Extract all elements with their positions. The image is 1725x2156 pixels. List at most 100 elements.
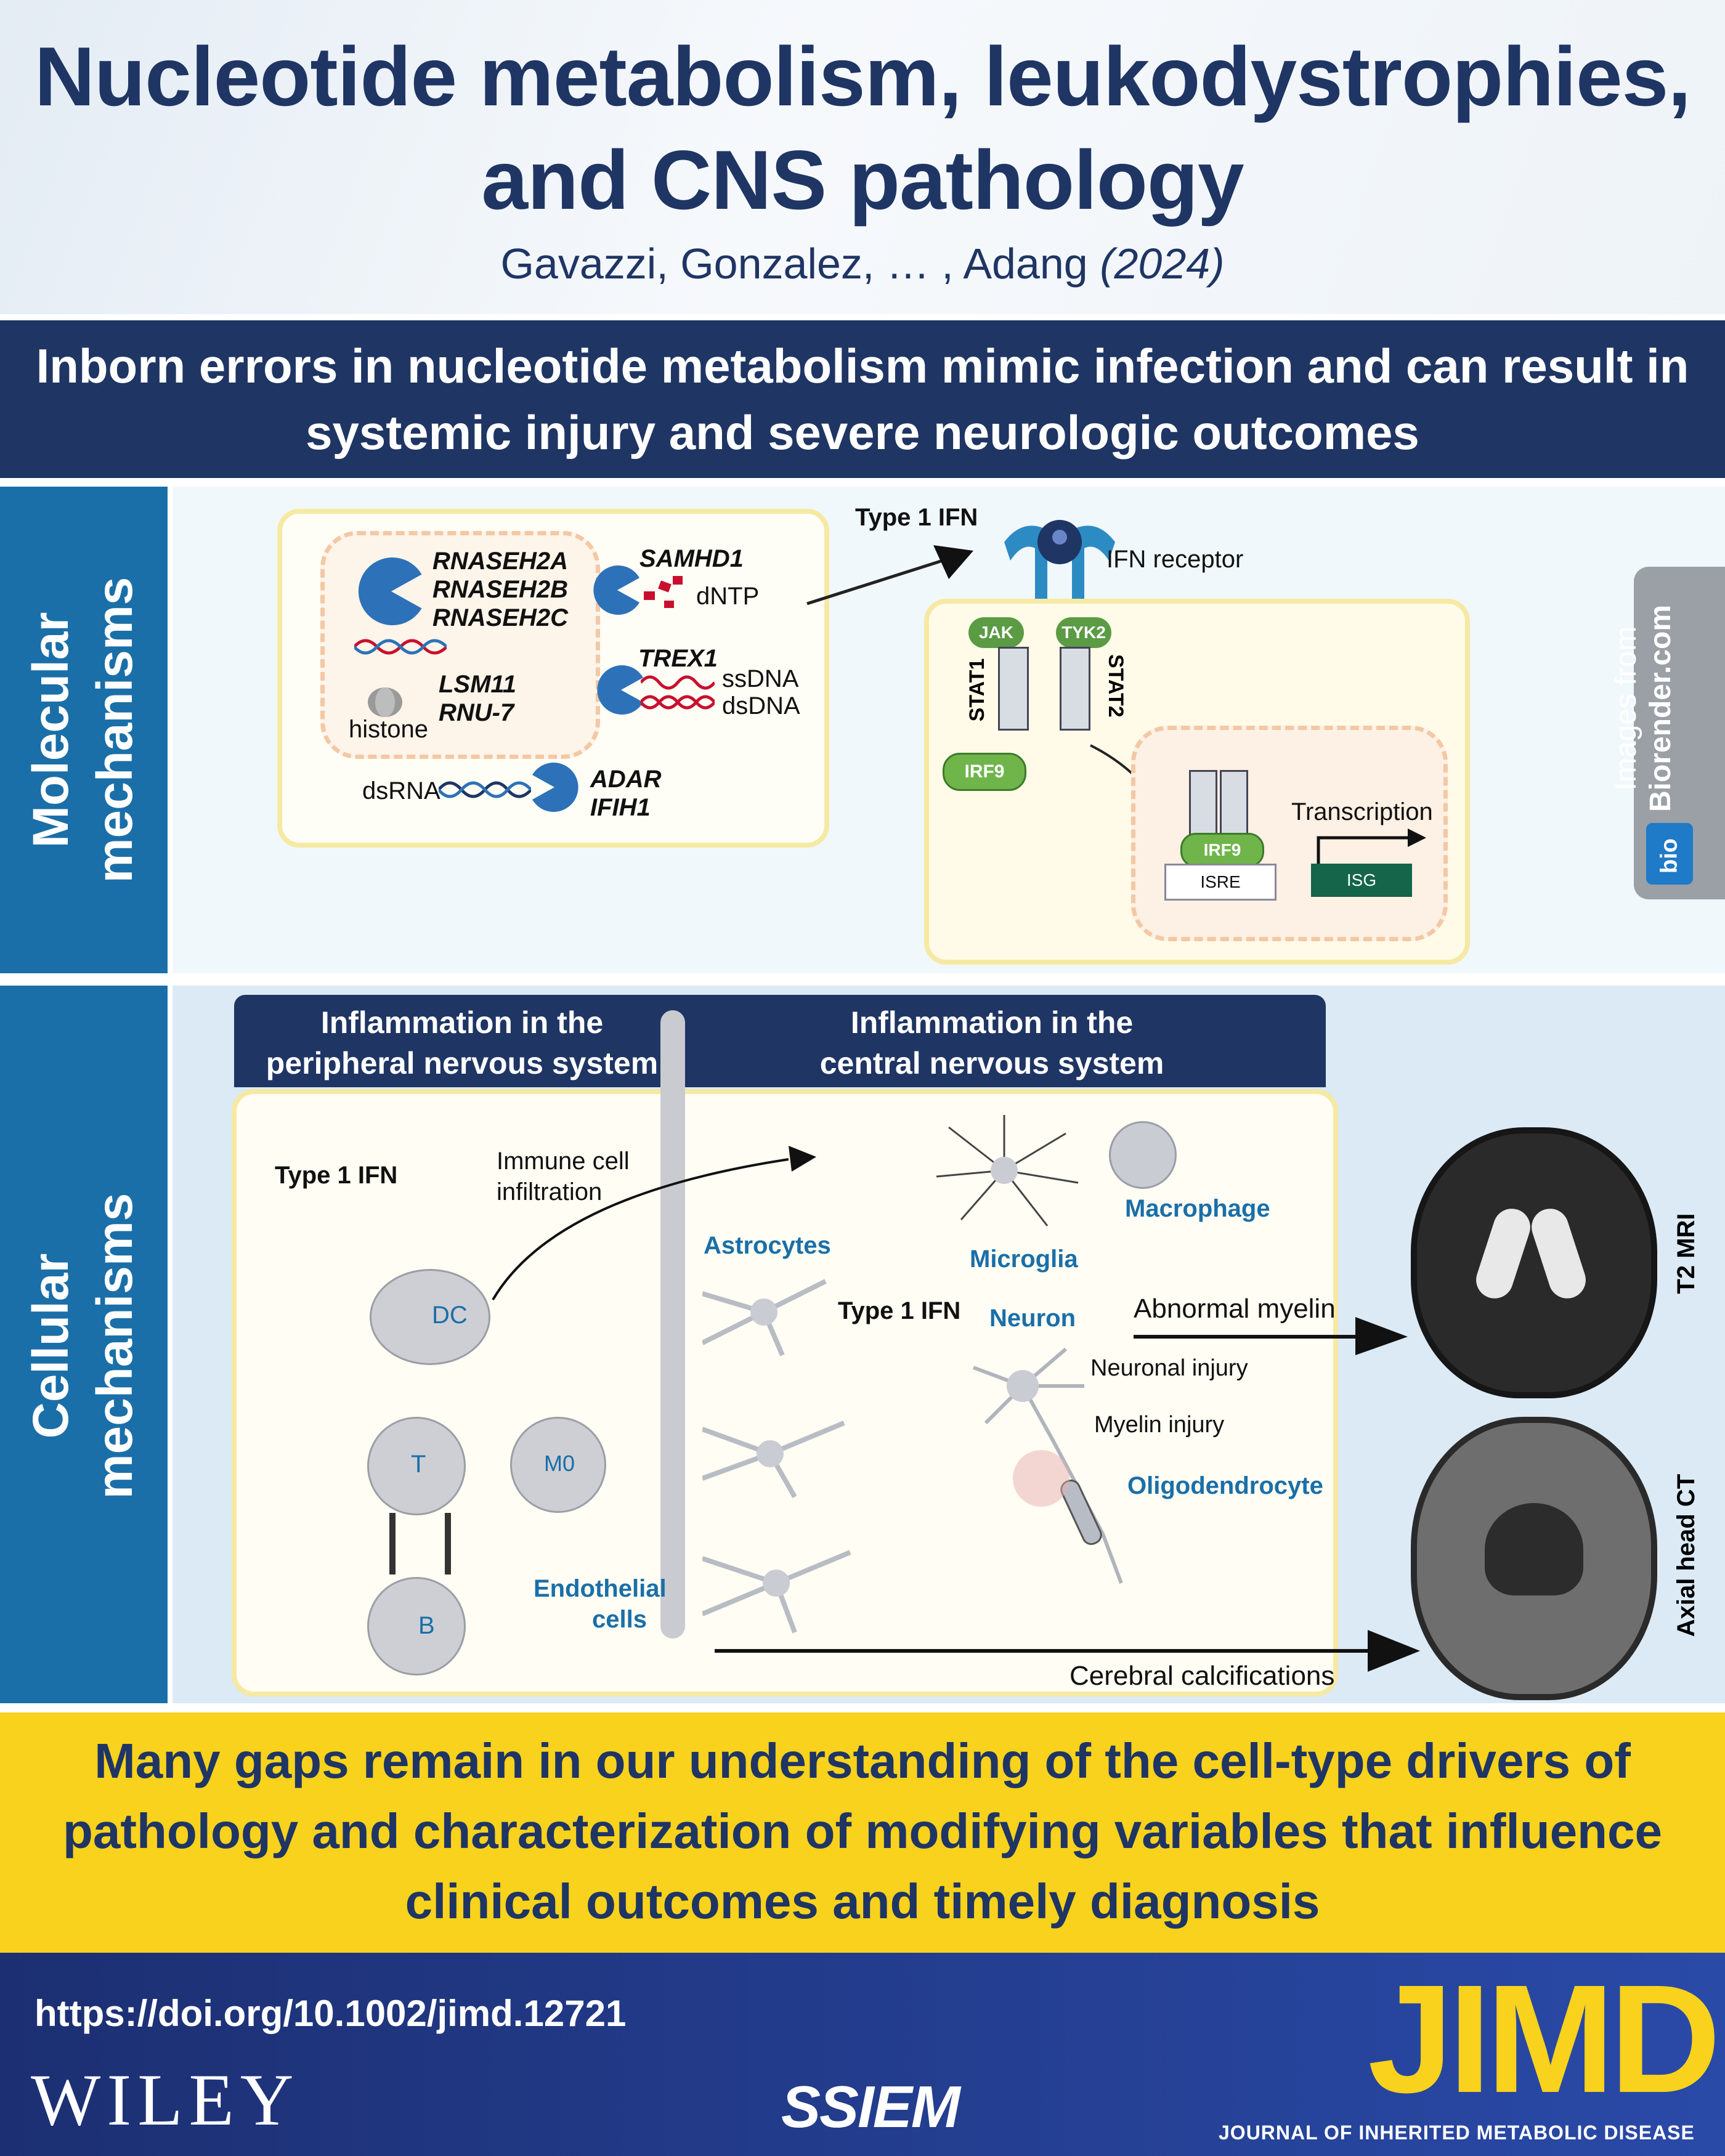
- ifn-receptor-label: IFN receptor: [1106, 546, 1244, 573]
- endothelial-wall: [660, 1010, 685, 1639]
- endothelial-line-2: cells: [592, 1606, 647, 1633]
- myelin-injury-label: Myelin injury: [1094, 1412, 1225, 1438]
- abnormal-myelin-arrow: [1134, 1317, 1408, 1355]
- ct-ventricles: [1485, 1503, 1583, 1595]
- immune-infiltration-label: Immune cell infiltration: [497, 1146, 630, 1207]
- side-label-line-2: mechanisms: [87, 577, 143, 883]
- macrophage-label: Macrophage: [1125, 1195, 1270, 1222]
- side-label-line-1: Cellular: [23, 1253, 79, 1439]
- irf9-bound-protein: IRF9: [1180, 833, 1264, 867]
- banner-line-1: Inborn errors in nucleotide metabolism m…: [36, 339, 1689, 393]
- rnaseh-gene-list: RNASEH2A RNASEH2B RNASEH2C: [432, 547, 568, 632]
- type1-ifn-molecular: Type 1 IFN: [855, 504, 978, 531]
- gaps-banner: Many gaps remain in our understanding of…: [0, 1712, 1725, 1953]
- macrophage-cell: [1109, 1121, 1177, 1189]
- isre-element: ISRE: [1164, 864, 1276, 901]
- t2-mri-label: T2 MRI: [1673, 1213, 1700, 1294]
- jimd-logo: JIMD: [1368, 1953, 1721, 2125]
- gene-ifih1: IFIH1: [590, 794, 651, 821]
- ssiem-logo: SSIEM: [781, 2074, 960, 2140]
- authors: Gavazzi, Gonzalez, … , Adang (2024): [0, 239, 1725, 288]
- gene-trex1: TREX1: [638, 645, 718, 672]
- astrocyte-cells: [702, 1279, 851, 1634]
- stat2-dimer-protein: [1220, 770, 1248, 841]
- ventricle-left: [1471, 1204, 1535, 1303]
- wiley-logo: WILEY: [31, 2059, 300, 2141]
- tyk2-kinase: TYK2: [1056, 617, 1111, 648]
- gene-rnaseh2b: RNASEH2B: [432, 576, 569, 603]
- t2-mri-image: [1411, 1127, 1657, 1398]
- ssdna-dsdna-icon: [641, 675, 715, 710]
- m0-label: M0: [544, 1451, 575, 1476]
- title-line-2: and CNS pathology: [481, 133, 1244, 227]
- dc-label: DC: [432, 1302, 468, 1329]
- biorender-logo: bio: [1646, 823, 1693, 885]
- banner-line-2: systemic injury and severe neurologic ou…: [306, 405, 1419, 460]
- doi-link[interactable]: https://doi.org/10.1002/jimd.12721: [34, 1993, 627, 2034]
- infiltration-arrow: [492, 1146, 816, 1301]
- gaps-line-2: pathology and characterization of modify…: [63, 1804, 1662, 1858]
- pns-header: Inflammation in the peripheral nervous s…: [246, 1002, 678, 1084]
- publication-year: (2024): [1100, 240, 1225, 288]
- ssdna-label: ssDNA: [722, 665, 799, 692]
- cns-header: Inflammation in the central nervous syst…: [776, 1002, 1208, 1084]
- calcification-arrow: [715, 1630, 1420, 1672]
- biorender-line-2: Biorender.com: [1644, 604, 1677, 813]
- adar-enzyme-icon: [532, 763, 578, 812]
- gaps-line-3: clinical outcomes and timely diagnosis: [405, 1874, 1320, 1929]
- gene-samhd1: SAMHD1: [639, 545, 744, 572]
- samhd1-enzyme-icon: [593, 565, 639, 615]
- adar-ifih1-list: ADAR IFIH1: [590, 765, 662, 822]
- abnormal-myelin-label: Abnormal myelin: [1134, 1294, 1336, 1324]
- nucleus-dashed-box: [1131, 726, 1448, 941]
- gaps-line-1: Many gaps remain in our understanding of…: [94, 1733, 1631, 1788]
- dsrna-label: dsRNA: [362, 777, 440, 804]
- author-list: Gavazzi, Gonzalez, … , Adang: [500, 240, 1088, 288]
- neuron-label: Neuron: [989, 1305, 1076, 1332]
- microglia-label: Microglia: [970, 1246, 1078, 1273]
- neuronal-injury-label: Neuronal injury: [1090, 1355, 1248, 1381]
- type1-ifn-cns: Type 1 IFN: [838, 1297, 961, 1324]
- inflammation-header: Inflammation in the peripheral nervous s…: [234, 995, 1326, 1087]
- type1-ifn-pns: Type 1 IFN: [275, 1162, 398, 1189]
- stat1-protein: [998, 647, 1029, 731]
- dna-helix-icon: [354, 639, 447, 655]
- macrophage-m0-cell: M0: [510, 1417, 606, 1513]
- jimd-subtitle: JOURNAL OF INHERITED METABOLIC DISEASE: [1219, 2122, 1695, 2144]
- side-label-line-1: Molecular: [23, 612, 79, 848]
- molecular-sidebar: Molecular mechanisms: [0, 487, 168, 973]
- microglia-cell: [936, 1115, 1079, 1226]
- histone-icon: [368, 687, 402, 717]
- isg-gene: ISG: [1311, 864, 1412, 897]
- b-label: B: [418, 1612, 435, 1639]
- gene-adar: ADAR: [590, 766, 662, 793]
- b-cell: B: [367, 1577, 466, 1676]
- axial-ct-image: [1411, 1417, 1657, 1700]
- summary-banner: Inborn errors in nucleotide metabolism m…: [0, 320, 1725, 478]
- lsm-gene-list: LSM11 RNU-7: [439, 670, 516, 727]
- histone-label: histone: [349, 716, 428, 743]
- irf9-protein: IRF9: [943, 753, 1026, 791]
- gene-lsm11: LSM11: [439, 671, 516, 698]
- tb-synapse: [389, 1513, 451, 1574]
- arrow-to-receptor: [806, 545, 973, 606]
- cellular-side-label: Cellular mechanisms: [19, 997, 148, 1695]
- gene-rnaseh2c: RNASEH2C: [432, 604, 569, 631]
- t-cell: T: [367, 1417, 466, 1515]
- footer: [0, 1953, 1725, 2156]
- transcription-label: Transcription: [1291, 798, 1433, 825]
- biorender-logo-top: bio: [1656, 838, 1682, 873]
- stat2-label: STAT2: [1104, 654, 1127, 718]
- pns-header-line-2: peripheral nervous system: [266, 1046, 659, 1080]
- jak-kinase: JAK: [968, 617, 1024, 648]
- rnaseh2-enzyme-icon: [358, 557, 422, 625]
- cns-header-line-1: Inflammation in the: [850, 1005, 1134, 1040]
- ventricle-right: [1527, 1204, 1591, 1303]
- immune-line-2: infiltration: [497, 1178, 603, 1206]
- pns-header-line-1: Inflammation in the: [320, 1005, 604, 1040]
- dendritic-cell: DC: [370, 1269, 490, 1365]
- neuron-oligodendrocyte-cells: [972, 1347, 1123, 1584]
- cns-header-line-2: central nervous system: [819, 1046, 1164, 1080]
- molecular-side-label: Molecular mechanisms: [19, 486, 148, 974]
- stat1-dimer-protein: [1189, 770, 1217, 841]
